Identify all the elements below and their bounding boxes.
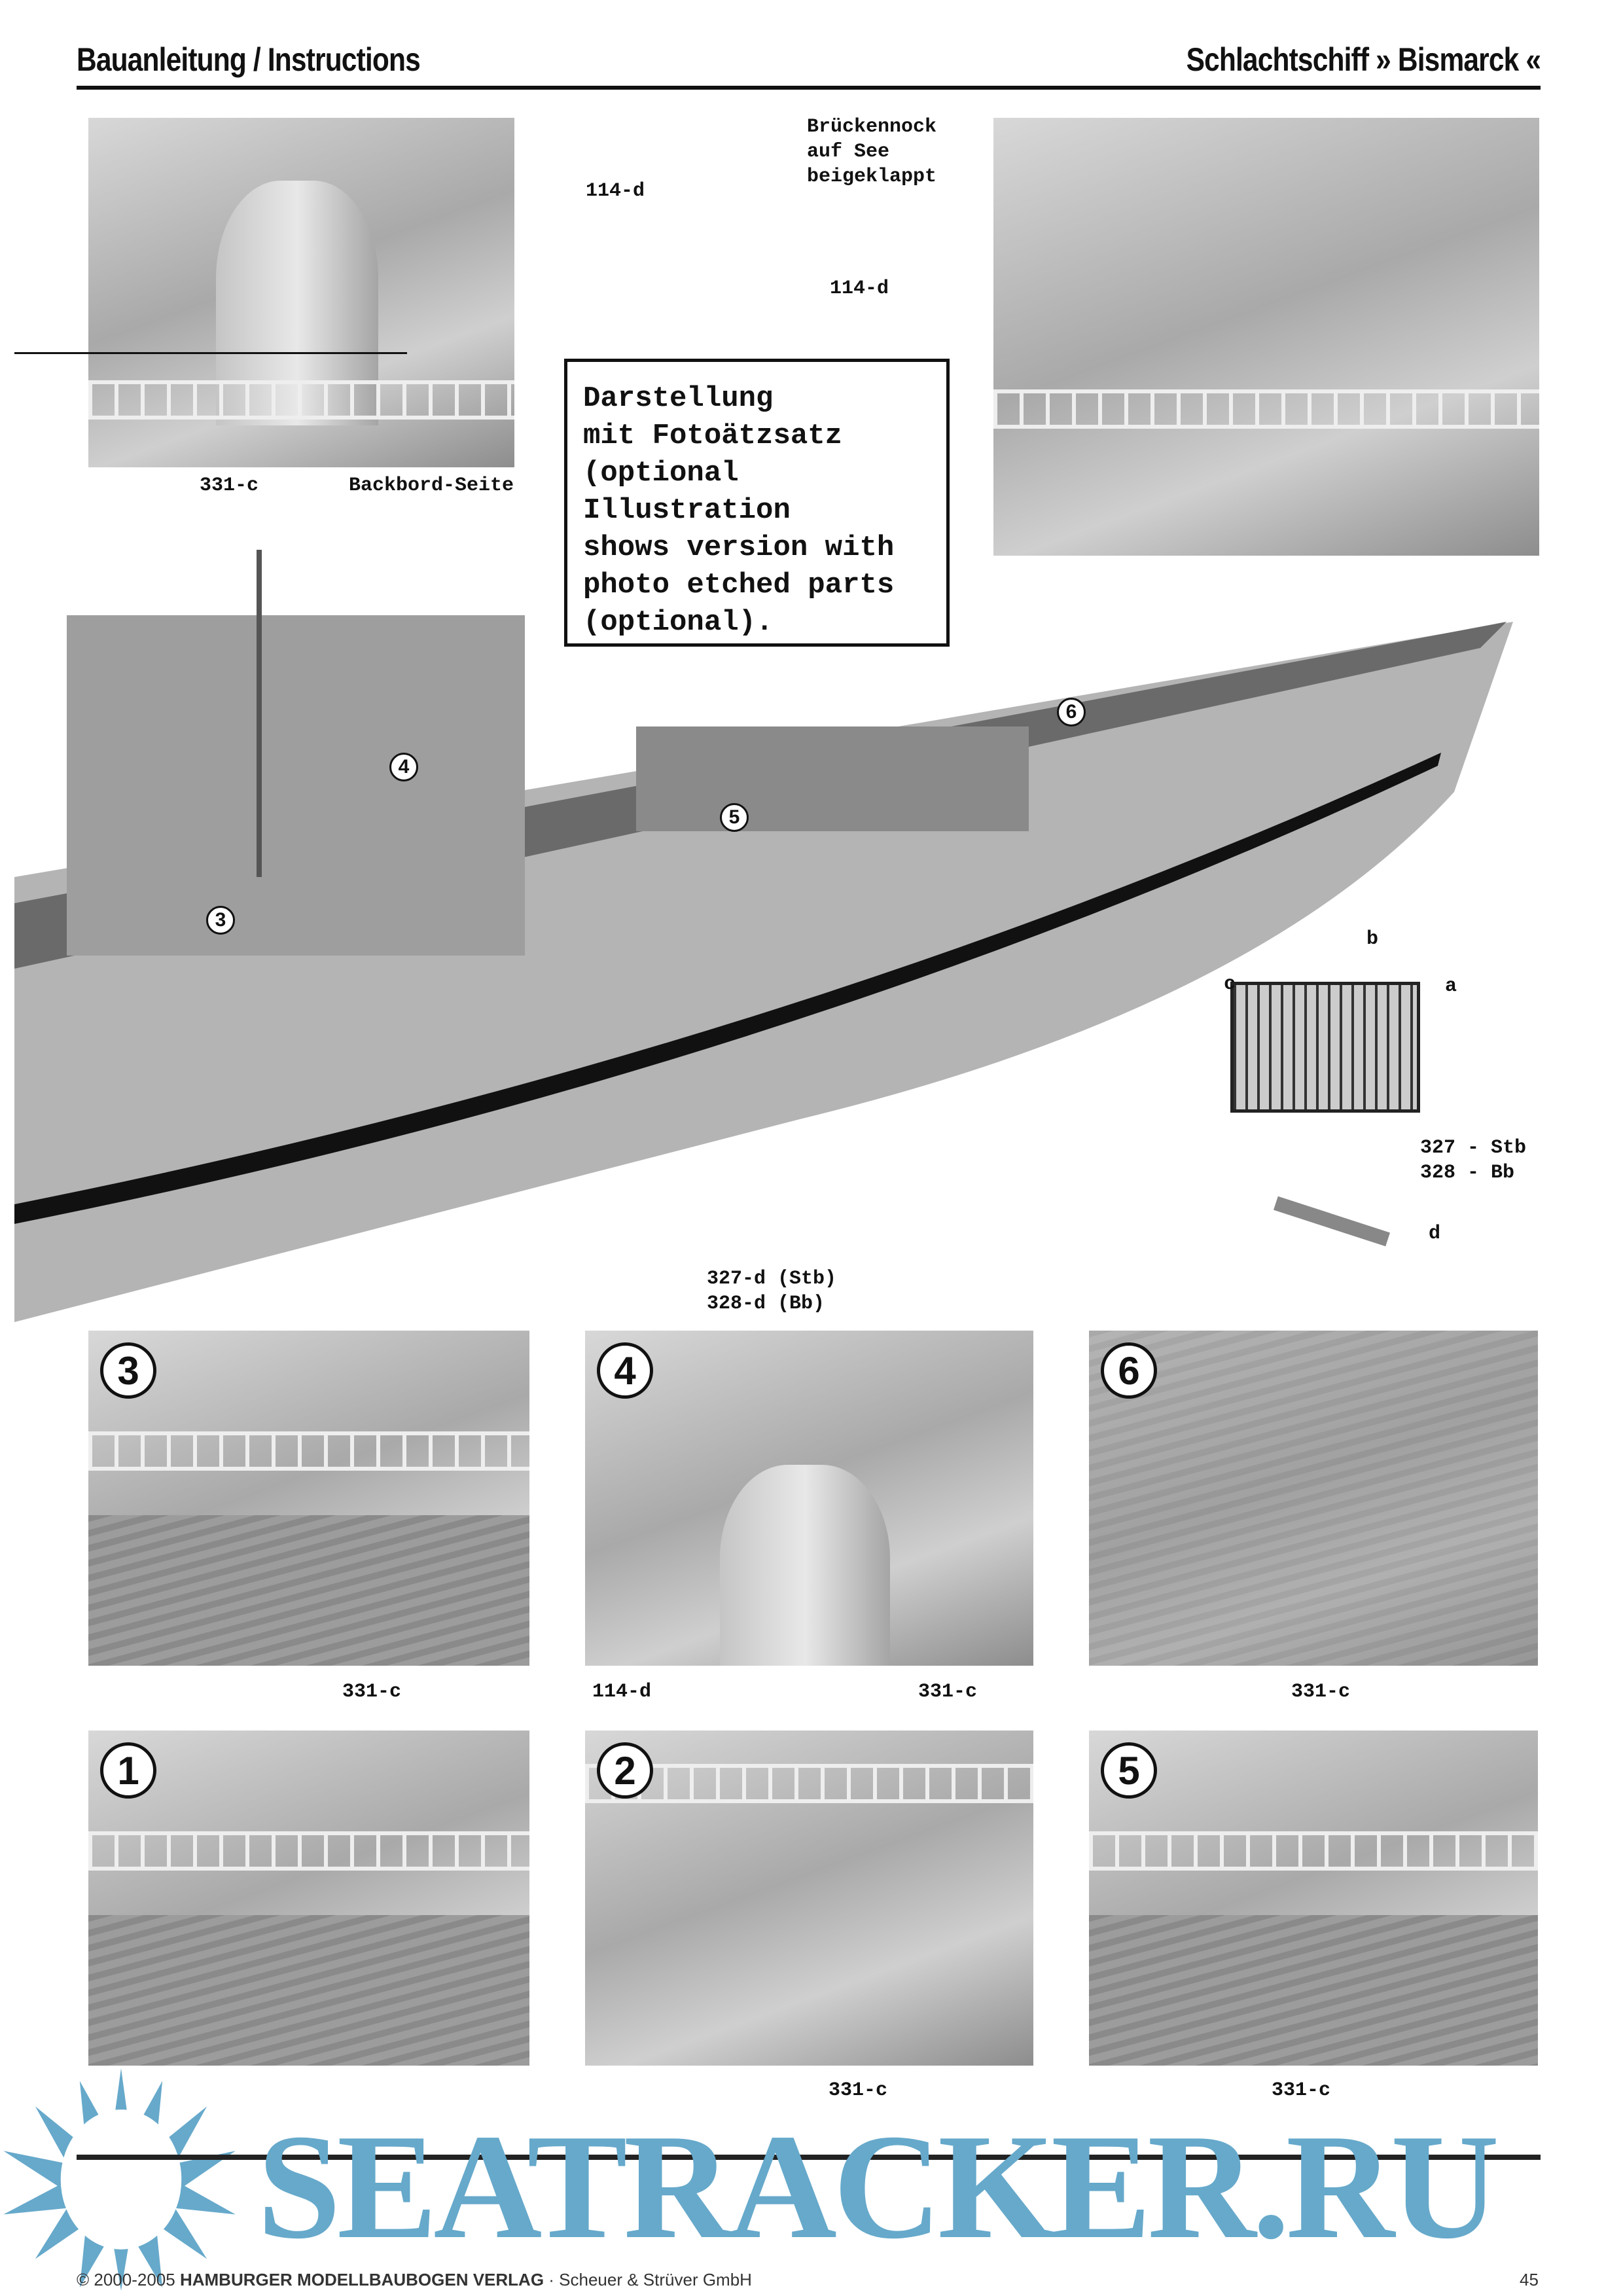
platform-detail [1230, 982, 1420, 1113]
detail-panel-3: 3 [88, 1331, 529, 1666]
detail-panel-2: 2 [585, 1731, 1033, 2066]
part-label: 331-c [829, 2079, 888, 2102]
detail-label-b: b [1366, 928, 1379, 950]
step-number: 3 [100, 1342, 156, 1399]
detail-panel-6: 6 [1089, 1331, 1538, 1666]
copyright-years: © 2000-2005 [77, 2270, 175, 2289]
part-label: 114-d [592, 1681, 652, 1703]
detail-label-c: c [1224, 973, 1236, 996]
detail-panel-4: 4 [585, 1331, 1033, 1666]
part-label: 114-d [586, 180, 645, 202]
step-number: 1 [100, 1742, 156, 1799]
ship-callout: 327-d (Stb) 328-d (Bb) [707, 1268, 837, 1315]
ship-marker: 3 [206, 906, 235, 935]
footer-copyright: © 2000-2005 HAMBURGER MODELLBAUBOGEN VER… [77, 2270, 752, 2290]
publisher-name: HAMBURGER MODELLBAUBOGEN VERLAG [179, 2270, 544, 2289]
footer-rule [77, 2155, 1541, 2160]
detail-label-a: a [1445, 975, 1457, 997]
page-number: 45 [1520, 2270, 1539, 2289]
header-right-title: Schlachtschiff » Bismarck « [1186, 41, 1541, 78]
part-label: 331-c [200, 475, 259, 497]
leader-line [14, 352, 407, 354]
watermark-sun-logo [0, 2068, 242, 2294]
watermark-text: SEATRACKER.RU [257, 2103, 1499, 2270]
top-right-photo [993, 118, 1539, 556]
part-label: 331-c [342, 1681, 402, 1703]
ship-marker: 5 [720, 803, 749, 832]
part-label: 331-c [1272, 2079, 1331, 2102]
detail-parts: 327 - Stb 328 - Bb [1420, 1137, 1527, 1184]
ship-illustration [14, 511, 1520, 1331]
header-left-title: Bauanleitung / Instructions [77, 41, 421, 78]
step-number: 6 [1101, 1342, 1157, 1399]
header-rule [77, 86, 1541, 90]
side-label: Backbord-Seite [349, 475, 514, 497]
part-label: 331-c [1291, 1681, 1351, 1703]
step-number: 5 [1101, 1742, 1157, 1799]
part-label: 331-c [918, 1681, 978, 1703]
ship-marker: 6 [1057, 698, 1086, 726]
company-name: · Scheuer & Strüver GmbH [544, 2270, 752, 2289]
detail-label-d: d [1429, 1223, 1441, 1245]
part-label: 114-d [830, 278, 889, 300]
detail-panel-1: 1 [88, 1731, 529, 2066]
top-left-photo [88, 118, 514, 467]
ship-marker: 4 [389, 753, 418, 781]
step-number: 4 [597, 1342, 653, 1399]
bridge-wing-caption: Brückennock auf See beigeklappt [807, 116, 937, 188]
detail-panel-5: 5 [1089, 1731, 1538, 2066]
step-number: 2 [597, 1742, 653, 1799]
note-box: Darstellung mit Fotoätzsatz (optional Il… [564, 359, 950, 647]
